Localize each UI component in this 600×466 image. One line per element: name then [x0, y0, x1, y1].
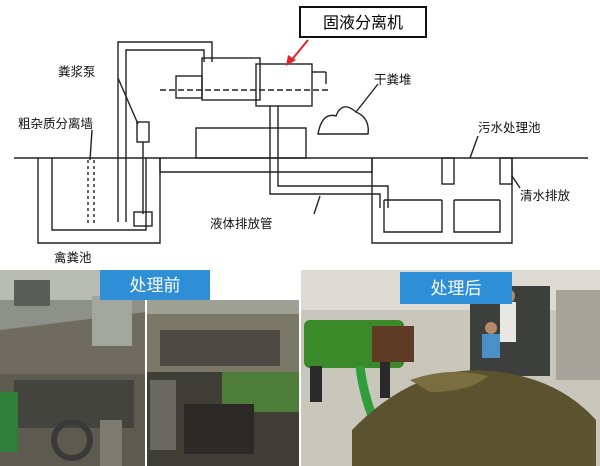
after-label: 处理后 [431, 279, 482, 299]
leader-dry-pile [355, 83, 379, 113]
label-wall: 粗杂质分离墙 [18, 116, 93, 131]
sewage-pool-cell-2 [453, 200, 501, 233]
pool-divider-1 [441, 157, 455, 185]
label-liquid-pipe: 液体排放管 [210, 216, 273, 231]
feed-pipe-inner [125, 49, 205, 222]
liquid-pipe-inner [277, 106, 389, 208]
platform-outline [159, 158, 373, 173]
label-dry-pile: 干粪堆 [374, 72, 412, 87]
machine-stand [195, 127, 307, 159]
manure-pool-inner [51, 158, 147, 231]
schematic [14, 41, 588, 244]
machine-motor [201, 57, 261, 101]
leader-sewage [469, 135, 479, 159]
photo-after-group: 处理后 [300, 270, 600, 466]
leader-liquid-pipe [313, 195, 321, 215]
machine-screen [255, 63, 313, 107]
photo-worker-crouching [482, 334, 500, 358]
leader-wall [89, 129, 93, 161]
label-manure-pool: 禽粪池 [54, 250, 92, 265]
title-box [299, 6, 427, 38]
pump-body [136, 121, 150, 143]
dry-pile-shape [317, 106, 369, 135]
sewage-pool-cell-1 [383, 200, 443, 233]
photo-worker-standing [500, 302, 516, 342]
after-band [400, 272, 512, 304]
title-box-label: 固液分离机 [323, 13, 403, 32]
title-arrow-head [286, 55, 296, 66]
label-clear-water: 清水排放 [520, 188, 571, 203]
pump-foot [133, 211, 153, 227]
sewage-pool-outline [371, 158, 513, 244]
photo-before-group: 处理前 [0, 270, 300, 466]
label-sewage-pool: 污水处理池 [478, 120, 541, 135]
before-label: 处理前 [130, 276, 181, 296]
leader-pump [117, 77, 139, 125]
label-pump: 粪浆泵 [58, 64, 96, 79]
before-band [100, 270, 210, 300]
leader-clear-water [511, 175, 521, 189]
photo-manure-pile [352, 370, 596, 466]
liquid-pipe [269, 106, 381, 208]
pool-divider-2 [499, 157, 513, 185]
machine-end [175, 75, 203, 99]
manure-pool-outline [37, 158, 161, 244]
feed-pipe [117, 41, 213, 222]
